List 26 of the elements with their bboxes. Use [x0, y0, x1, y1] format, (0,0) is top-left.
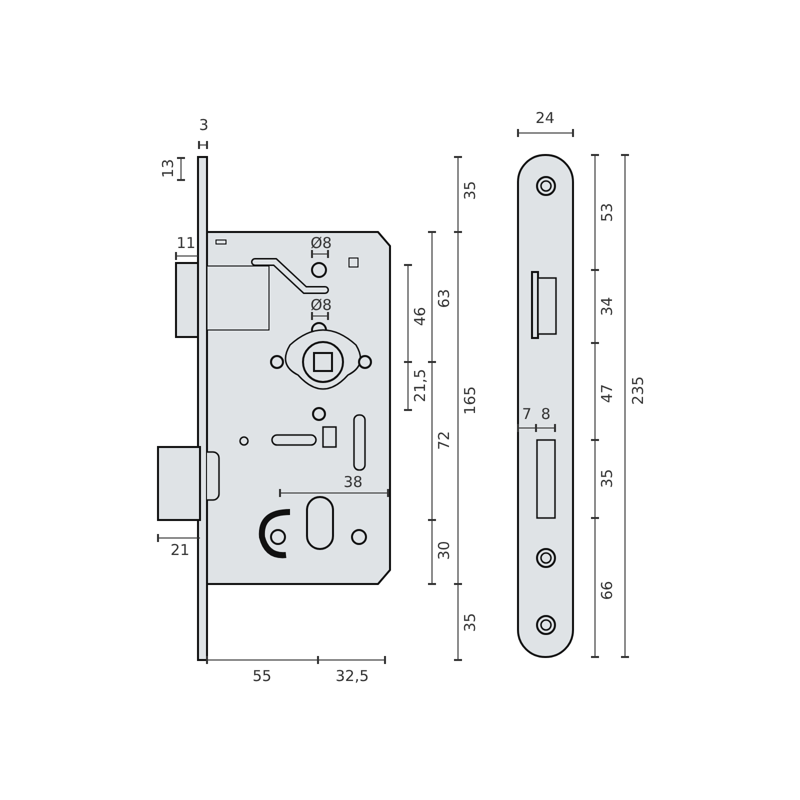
dimension-label: 8 [541, 406, 551, 422]
dimension-label: 63 [436, 288, 452, 308]
dimension-label: Ø8 [310, 298, 332, 312]
dimension-label: 165 [462, 386, 478, 414]
dimension-label: Ø8 [310, 236, 332, 250]
dimension-label: 235 [630, 376, 646, 404]
dimension-label: 55 [252, 668, 272, 684]
dimension-label: 35 [462, 612, 478, 632]
dimension-label: 21,5 [412, 368, 428, 402]
dimension-label: 72 [436, 430, 452, 450]
dimension-label: 47 [600, 383, 615, 403]
dimension-label: 66 [600, 580, 615, 600]
dimension-label: 30 [436, 540, 452, 560]
dimension-label: 34 [600, 296, 615, 316]
dimension-label: 46 [412, 306, 428, 326]
dimension-label: 3 [199, 118, 209, 132]
dimension-label: 38 [344, 474, 363, 490]
dimension-label: 13 [160, 158, 176, 178]
dimension-label: 35 [462, 180, 478, 200]
dimension-label: 32,5 [336, 668, 369, 684]
dimension-label: 35 [600, 468, 615, 488]
dimension-label: 24 [536, 110, 555, 126]
dimension-label: 11 [176, 236, 196, 250]
dimension-label: 7 [522, 406, 532, 422]
dimension-label: 21 [170, 542, 190, 558]
dimension-label: 53 [600, 202, 615, 222]
